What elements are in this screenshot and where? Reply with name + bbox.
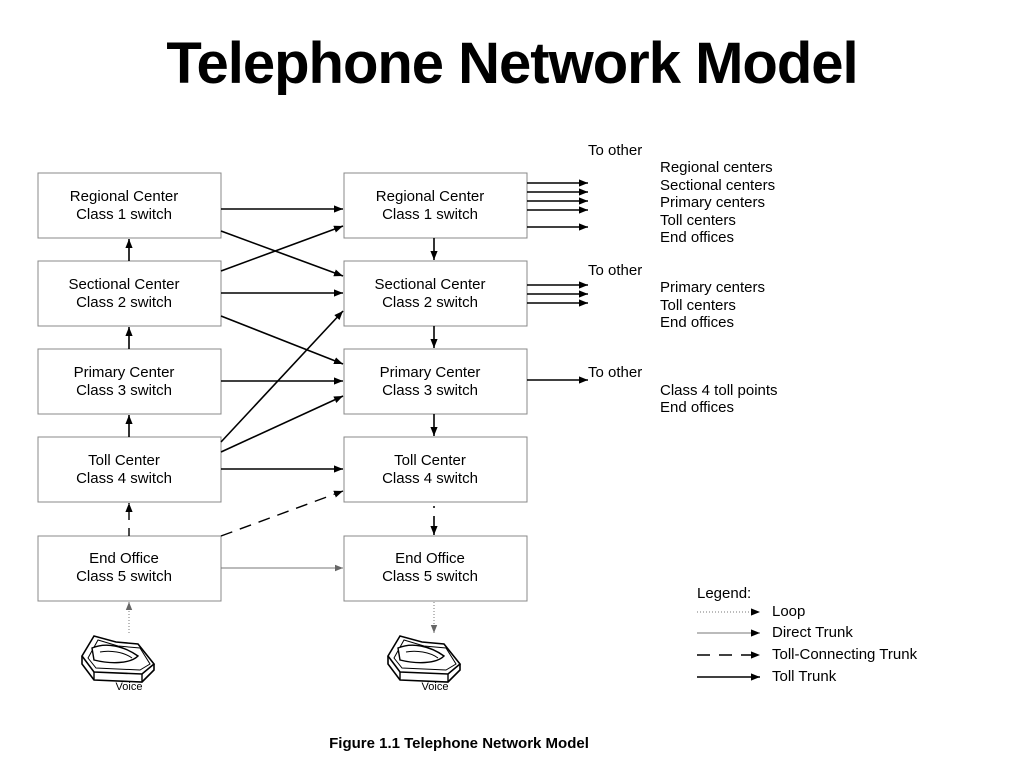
destination-header: To other <box>588 364 642 381</box>
legend-item-toll-connecting: Toll-Connecting Trunk <box>772 646 918 663</box>
left-primary-center-box: Primary Center Class 3 switch <box>37 348 222 415</box>
legend: Legend: Loop Direct Trunk Toll-Connectin… <box>697 585 918 685</box>
legend-item-toll: Toll Trunk <box>772 668 837 685</box>
destination-item: Sectional centers <box>660 177 775 194</box>
destination-header: To other <box>588 262 642 279</box>
box-class: Class 5 switch <box>382 568 478 585</box>
dot <box>433 506 435 508</box>
box-class: Class 4 switch <box>76 470 172 487</box>
box-class: Class 3 switch <box>382 382 478 399</box>
destination-item: Primary centers <box>660 194 765 211</box>
destination-item: Regional centers <box>660 159 773 176</box>
left-sectional-center-box: Sectional Center Class 2 switch <box>37 260 222 327</box>
toll-trunk <box>220 225 344 272</box>
right-regional-center-box: Regional Center Class 1 switch <box>343 172 528 239</box>
telephone-icon <box>387 635 462 683</box>
box-class: Class 3 switch <box>76 382 172 399</box>
destination-item: Toll centers <box>660 297 736 314</box>
right-toll-center-box: Toll Center Class 4 switch <box>343 436 528 503</box>
right-sectional-center-box: Sectional Center Class 2 switch <box>343 260 528 327</box>
legend-item-loop: Loop <box>772 603 805 620</box>
left-column: Regional Center Class 1 switch Sectional… <box>37 172 222 602</box>
right-column: Regional Center Class 1 switch Sectional… <box>343 172 528 602</box>
box-name: Regional Center <box>70 188 178 205</box>
trunk-lines <box>220 205 344 572</box>
toll-trunk <box>220 315 344 365</box>
destination-item: Toll centers <box>660 212 736 229</box>
box-class: Class 1 switch <box>76 206 172 223</box>
destination-item: Class 4 toll points <box>660 382 778 399</box>
box-class: Class 2 switch <box>382 294 478 311</box>
box-name: Primary Center <box>380 364 481 381</box>
box-name: Primary Center <box>74 364 175 381</box>
destination-group-3: To other Class 4 toll points End offices <box>588 364 778 416</box>
toll-trunk <box>220 310 344 443</box>
box-name: Toll Center <box>88 452 160 469</box>
destination-item: End offices <box>660 314 734 331</box>
legend-item-direct: Direct Trunk <box>772 624 853 641</box>
right-primary-center-box: Primary Center Class 3 switch <box>343 348 528 415</box>
destination-item: End offices <box>660 399 734 416</box>
left-regional-center-box: Regional Center Class 1 switch <box>37 172 222 239</box>
right-hierarchy-arrows <box>430 238 438 633</box>
voice-label: Voice <box>116 681 143 693</box>
destination-header: To other <box>588 142 642 159</box>
figure-caption: Figure 1.1 Telephone Network Model <box>329 735 589 752</box>
box-name: Sectional Center <box>375 276 486 293</box>
toll-trunk <box>220 230 344 277</box>
destination-group-1: To other Regional centers Sectional cent… <box>588 142 775 246</box>
right-end-office-box: End Office Class 5 switch <box>343 535 528 602</box>
box-name: End Office <box>395 550 465 567</box>
destination-group-2: To other Primary centers Toll centers En… <box>588 262 765 331</box>
legend-title: Legend: <box>697 585 751 602</box>
box-name: End Office <box>89 550 159 567</box>
voice-label: Voice <box>422 681 449 693</box>
toll-trunk <box>220 395 344 453</box>
box-class: Class 1 switch <box>382 206 478 223</box>
box-class: Class 4 switch <box>382 470 478 487</box>
box-name: Toll Center <box>394 452 466 469</box>
telephone-icon <box>81 635 156 683</box>
left-toll-center-box: Toll Center Class 4 switch <box>37 436 222 503</box>
destination-item: End offices <box>660 229 734 246</box>
box-name: Sectional Center <box>69 276 180 293</box>
toll-connecting-trunk <box>220 490 344 537</box>
outgoing-arrows <box>527 179 588 384</box>
left-end-office-box: End Office Class 5 switch <box>37 535 222 602</box>
box-class: Class 2 switch <box>76 294 172 311</box>
destination-item: Primary centers <box>660 279 765 296</box>
page-title: Telephone Network Model <box>166 31 858 96</box>
box-class: Class 5 switch <box>76 568 172 585</box>
box-name: Regional Center <box>376 188 484 205</box>
